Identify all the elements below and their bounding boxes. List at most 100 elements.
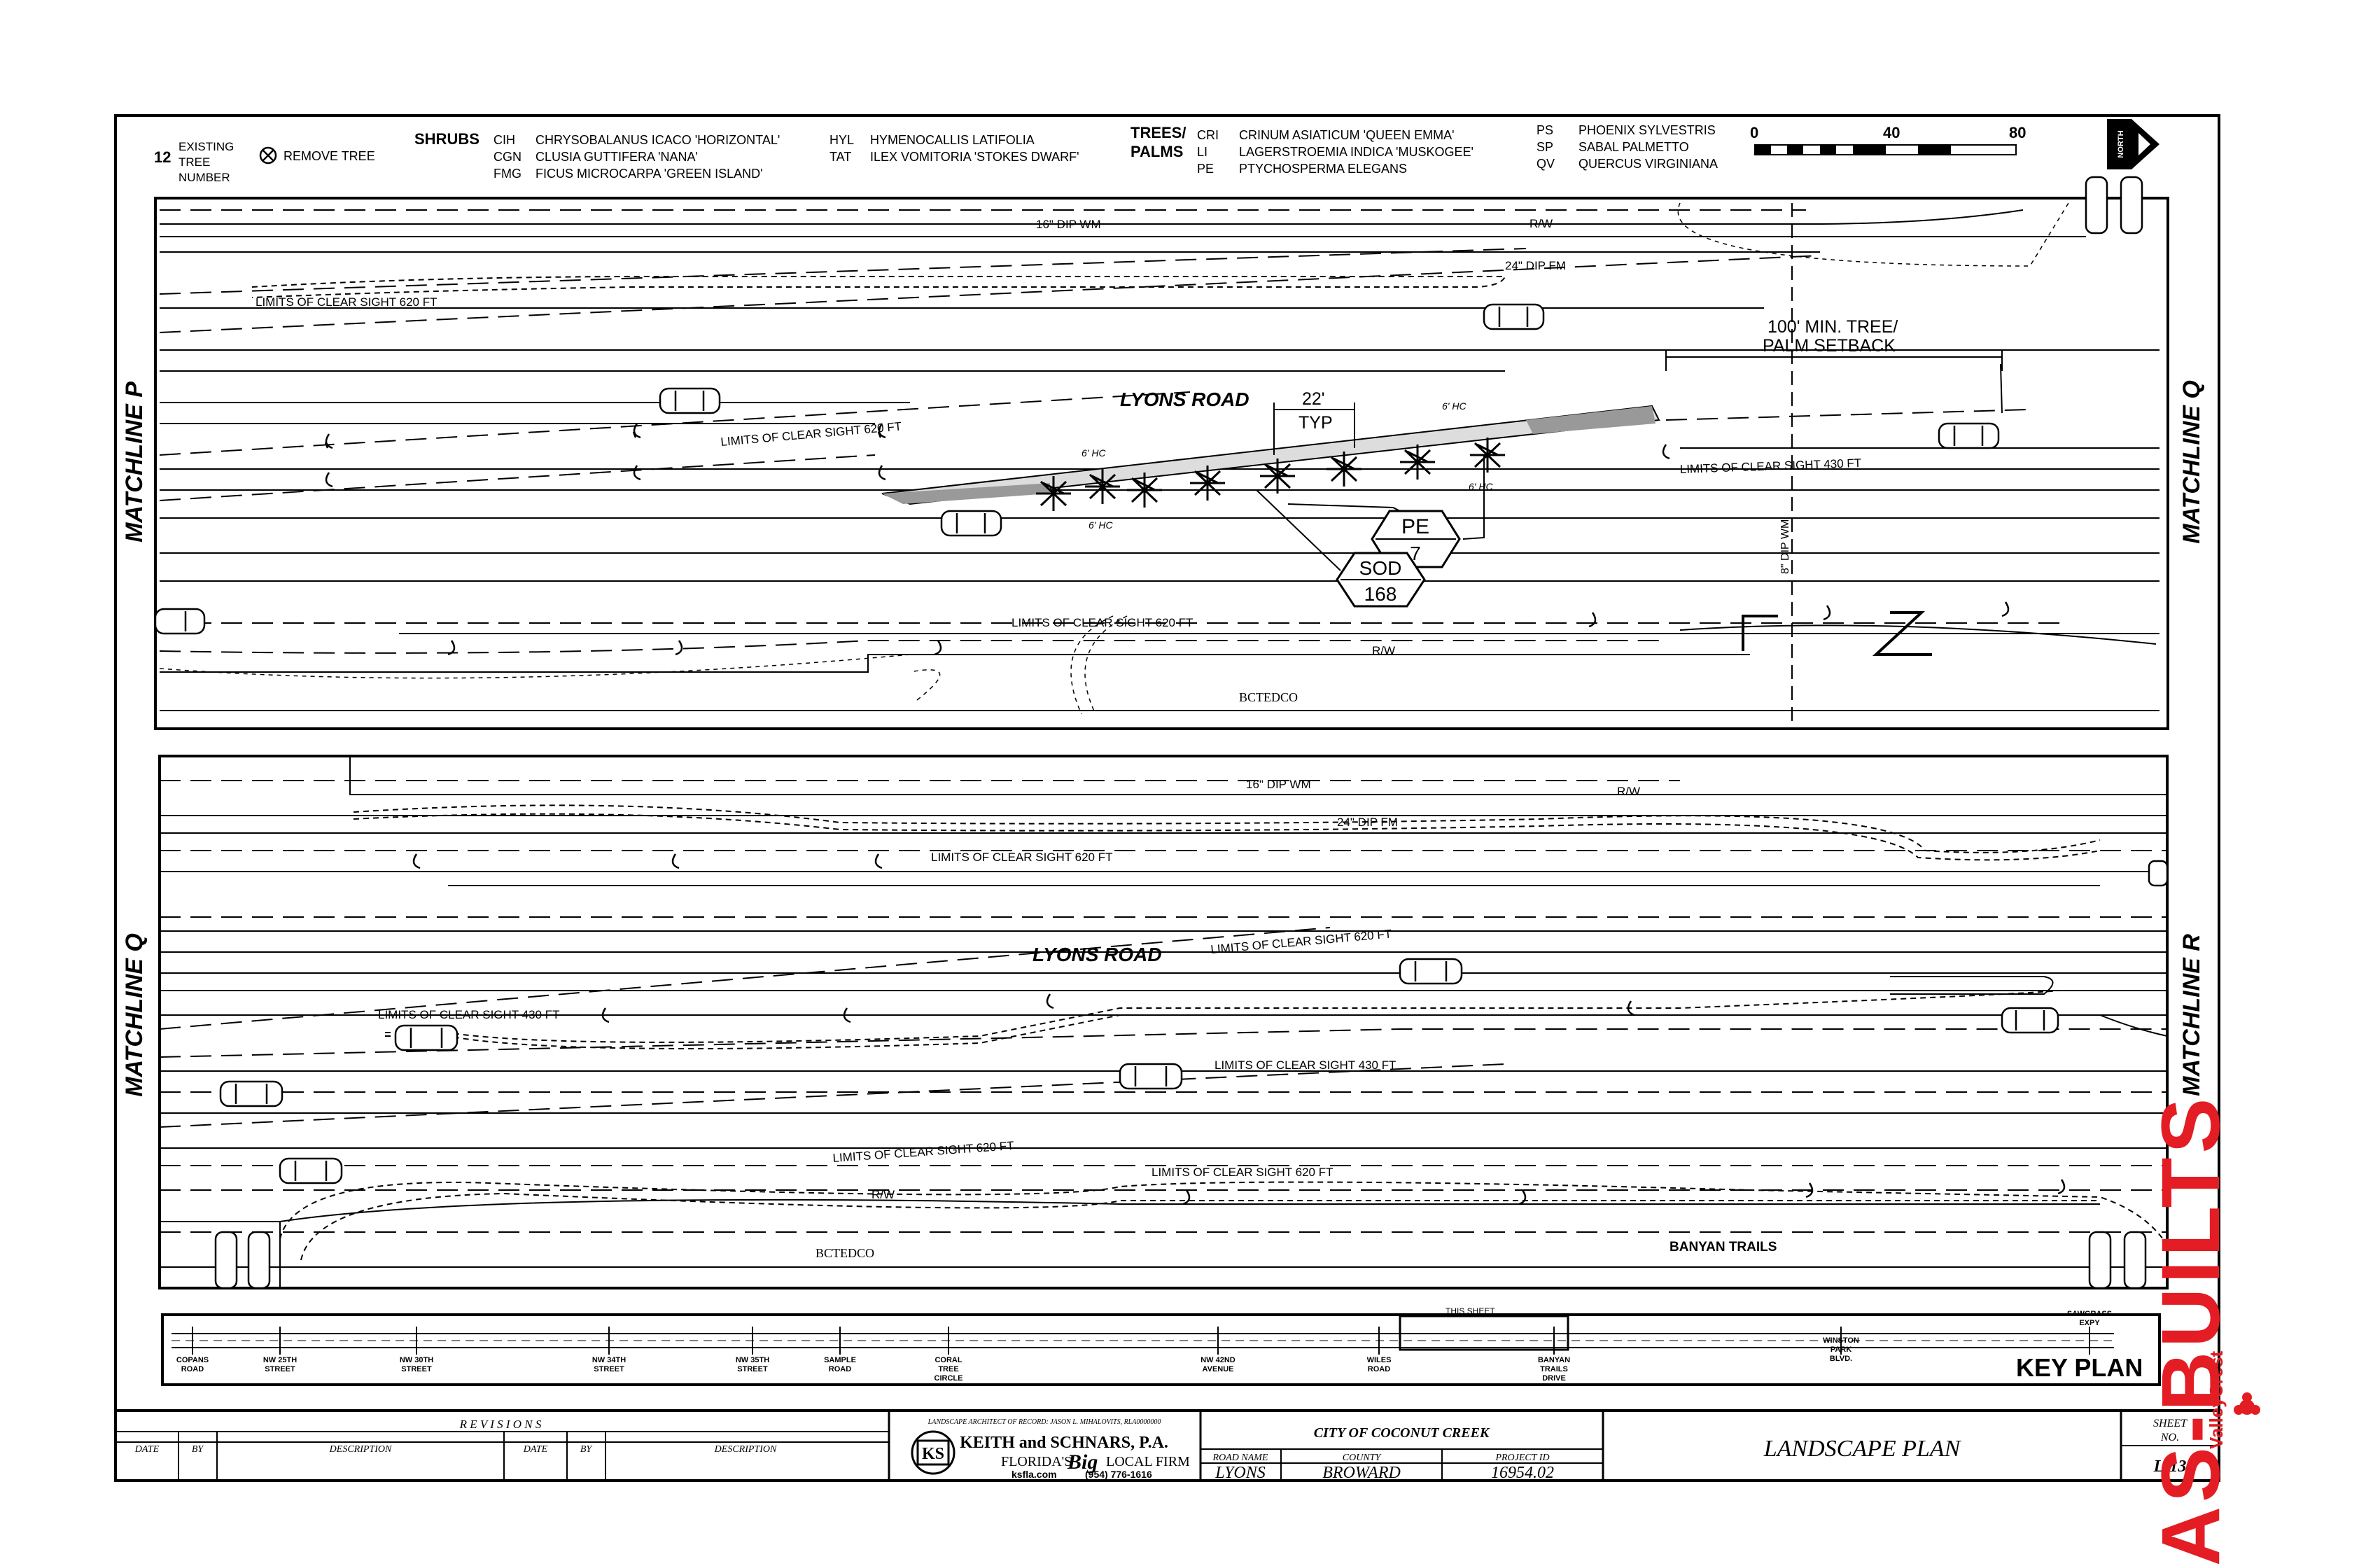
key-street: NW 42ND [1200, 1356, 1236, 1364]
key-street: COPANS [176, 1356, 209, 1364]
tree-number-example: 12 [154, 148, 171, 166]
trees-heading: TREES/ [1130, 124, 1186, 141]
road-name-label: ROAD NAME [1212, 1453, 1268, 1463]
firm-website: ksfla.com [1011, 1469, 1057, 1480]
key-street: WINSTON [1823, 1336, 1859, 1345]
scale-label-80: 80 [2009, 124, 2026, 141]
tree-name: LAGERSTROEMIA INDICA 'MUSKOGEE' [1239, 145, 1474, 159]
key-street: CORAL [934, 1356, 962, 1364]
firm-tagline-3: LOCAL FIRM [1106, 1454, 1190, 1469]
key-street: NW 34TH [592, 1356, 626, 1364]
shrub-code: FMG [493, 167, 522, 181]
col-by: BY [192, 1444, 205, 1455]
col-description: DESCRIPTION [329, 1444, 392, 1455]
sheet-label-2: NO. [2160, 1432, 2179, 1443]
key-street: STREET [737, 1365, 768, 1373]
label-hc-2: 6' HC [1088, 519, 1113, 531]
palms-heading: PALMS [1130, 143, 1183, 160]
firm-phone: (954) 776-1616 [1085, 1469, 1152, 1480]
key-street: TREE [938, 1365, 958, 1373]
col-date-2: DATE [523, 1444, 548, 1455]
matchline-q-right: MATCHLINE Q [2178, 380, 2205, 544]
label-clear-sight-620-f: LIMITS OF CLEAR SIGHT 620 FT [832, 1139, 1014, 1165]
key-street: NW 25TH [263, 1356, 297, 1364]
as-builts-stamp: AS-BUILTS [2145, 1094, 2237, 1566]
label-rw-2b: R/W [872, 1188, 895, 1201]
key-street: ROAD [829, 1365, 851, 1373]
remove-tree-icon [259, 146, 277, 165]
architect-of-record: LANDSCAPE ARCHITECT OF RECORD: JASON L. … [927, 1418, 1161, 1426]
label-setback-2: PALM SETBACK [1763, 336, 1896, 356]
county-label: COUNTY [1343, 1453, 1382, 1463]
road-name-lyons-2: LYONS ROAD [1032, 944, 1162, 965]
key-street: TRAILS [1540, 1365, 1568, 1373]
label-rw-2a: R/W [1617, 785, 1640, 798]
label-clear-sight-430: LIMITS OF CLEAR SIGHT 430 FT [1679, 456, 1861, 476]
key-street: SAWGRASS [2067, 1310, 2112, 1318]
sheet-number: L-13 [2153, 1457, 2187, 1476]
key-street: DRIVE [1542, 1374, 1566, 1383]
legend-existing-line-2: TREE [178, 155, 210, 169]
plan-panel-2: LYONS ROAD 16" DIP WM 24" DIP FM R/W R/W… [158, 755, 2169, 1289]
key-street: NW 30TH [400, 1356, 433, 1364]
tree-code: LI [1197, 145, 1208, 159]
logo-letters: KS [922, 1445, 944, 1463]
scale-label-40: 40 [1883, 124, 1900, 141]
tag-sod-count: 168 [1364, 583, 1397, 605]
key-street: STREET [265, 1365, 295, 1373]
as-builts-text: AS-BUILTS [2145, 1093, 2237, 1566]
label-clear-sight-430-b: LIMITS OF CLEAR SIGHT 430 FT [1214, 1058, 1396, 1072]
shrub-name: FICUS MICROCARPA 'GREEN ISLAND' [536, 167, 763, 181]
shrubs-heading: SHRUBS [414, 130, 479, 148]
palm-icon [1036, 438, 1505, 511]
key-plan-title: KEY PLAN [2016, 1353, 2143, 1382]
label-24-dip-fm-2: 24" DIP FM [1337, 816, 1398, 829]
label-24-dip-fm: 24" DIP FM [1505, 259, 1566, 272]
matchline-q-left: MATCHLINE Q [121, 933, 148, 1097]
north-label: NORTH [2117, 130, 2125, 158]
matchline-r: MATCHLINE R [2178, 934, 2205, 1096]
label-dim-22: 22' [1302, 389, 1325, 409]
shrub-code: TAT [830, 150, 851, 164]
label-bctedco-2: BCTEDCO [816, 1246, 874, 1260]
this-sheet-label: THIS SHEET [1446, 1306, 1495, 1316]
label-clear-sight-620-g: LIMITS OF CLEAR SIGHT 620 FT [1152, 1166, 1333, 1179]
shrub-name: CLUSIA GUTTIFERA 'NANA' [536, 150, 698, 164]
key-street: AVENUE [1202, 1365, 1233, 1373]
label-16-dip-wm: 16" DIP WM [1036, 218, 1101, 231]
shrub-code: HYL [830, 133, 854, 147]
firm-name: KEITH and SCHNARS, P.A. [960, 1434, 1168, 1452]
label-rw-top: R/W [1530, 217, 1553, 230]
label-setback-1: 100' MIN. TREE/ [1768, 317, 1898, 337]
col-by-2: BY [580, 1444, 594, 1455]
tree-name: PHOENIX SYLVESTRIS [1578, 123, 1716, 137]
plan-panel-1: PE 7 SOD 168 [154, 176, 2169, 730]
tree-code: QV [1536, 157, 1555, 171]
key-street: WILES [1367, 1356, 1392, 1364]
col-date: DATE [134, 1444, 160, 1455]
client-name: CITY OF COCONUT CREEK [1314, 1425, 1490, 1441]
key-street: BLVD. [1830, 1355, 1852, 1363]
road-name-value: LYONS [1214, 1464, 1266, 1482]
flow-arrow-icon [324, 423, 2010, 656]
tree-name: SABAL PALMETTO [1578, 140, 1689, 154]
north-arrow-icon: NORTH [2107, 119, 2160, 169]
car-icon [214, 860, 2169, 1289]
matchline-p: MATCHLINE P [121, 382, 148, 543]
title-block [115, 1409, 2219, 1481]
legend-remove-tree: REMOVE TREE [284, 149, 375, 163]
shrub-name: HYMENOCALLIS LATIFOLIA [870, 133, 1035, 147]
project-id-value: 16954.02 [1491, 1464, 1554, 1482]
flow-arrow-icon [412, 853, 2066, 1205]
shrub-code: CIH [493, 133, 515, 147]
label-bctedco-1: BCTEDCO [1239, 690, 1298, 704]
road-name-lyons-1: LYONS ROAD [1120, 389, 1250, 410]
tree-name: CRINUM ASIATICUM 'QUEEN EMMA' [1239, 128, 1455, 142]
shrub-code: CGN [493, 150, 522, 164]
label-banyan-trails: BANYAN TRAILS [1670, 1240, 1777, 1254]
tag-sod-code: SOD [1359, 557, 1402, 579]
car-icon [154, 176, 2143, 635]
tag-sod: SOD 168 [1336, 552, 1426, 608]
scale-label-0: 0 [1750, 124, 1758, 141]
key-street: BANYAN [1538, 1356, 1570, 1364]
